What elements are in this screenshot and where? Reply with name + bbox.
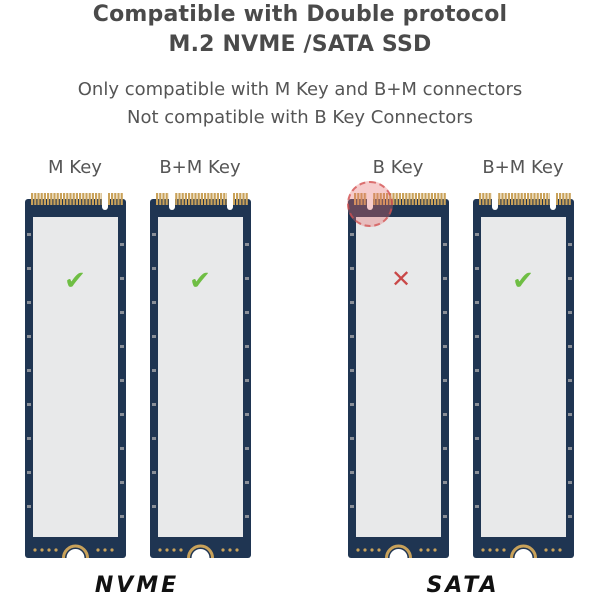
ssd-board-graphic [473,193,574,558]
ssd-card-bm-key-left [150,193,251,558]
ssd-card-b-key [348,193,449,558]
subtitle-line1: Only compatible with M Key and B+M conne… [77,79,523,100]
bm-key-label-right: B+M Key [482,157,564,178]
ssd-board-graphic [150,193,251,558]
check-icon: ✔ [512,266,534,296]
page-title-line2: M.2 NVME /SATA SSD [168,32,432,57]
nvme-group-label: NVME [94,573,180,598]
ssd-board-graphic [25,193,126,558]
check-icon: ✔ [189,266,211,296]
check-icon: ✔ [64,266,86,296]
page-title-line1: Compatible with Double protocol [92,2,508,27]
b-key-label: B Key [372,157,424,178]
sata-group-label: SATA [426,573,500,598]
subtitle-line2: Not compatible with B Key Connectors [127,107,473,128]
bm-key-label-left: B+M Key [159,157,241,178]
b-key-notch-highlight [347,181,393,227]
ssd-card-m-key [25,193,126,558]
ssd-board-graphic [348,193,449,558]
ssd-card-bm-key-right [473,193,574,558]
cross-icon: ✕ [390,265,412,293]
m-key-label: M Key [48,157,102,178]
